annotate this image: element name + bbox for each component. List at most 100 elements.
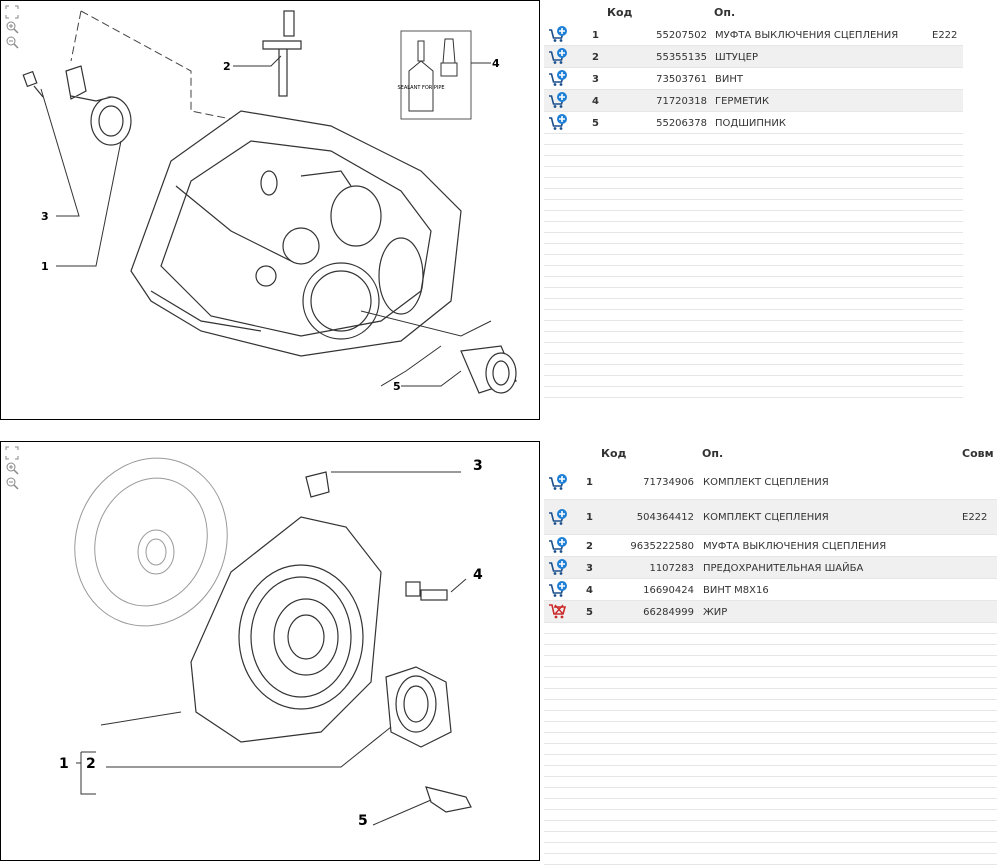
sealant-label: SEALANT FOR PIPE: [398, 85, 445, 91]
cell-pos: 2: [586, 541, 593, 552]
zoom-out-icon[interactable]: [5, 476, 19, 490]
empty-row: [544, 667, 997, 678]
cell-pos: 1: [592, 30, 599, 41]
empty-row: [544, 288, 963, 299]
callout-2[interactable]: 2: [223, 60, 231, 73]
cell-code: 16690424: [643, 585, 694, 596]
empty-row: [544, 799, 997, 810]
zoom-in-icon[interactable]: [5, 461, 19, 475]
empty-row: [544, 810, 997, 821]
empty-row: [544, 332, 963, 343]
empty-row: [544, 766, 997, 777]
cart-add-icon[interactable]: [548, 473, 568, 491]
cell-pos: 4: [592, 96, 599, 107]
empty-row: [544, 854, 997, 865]
fit-page-icon[interactable]: [5, 5, 19, 19]
column-header-code: Код: [607, 6, 633, 19]
cart-add-icon[interactable]: [548, 580, 568, 598]
empty-row: [544, 733, 997, 744]
cell-desc: ВИНТ: [715, 74, 743, 85]
table-row[interactable]: 2 55355135 ШТУЦЕР: [544, 46, 963, 68]
empty-row: [544, 343, 963, 354]
callout-3[interactable]: 3: [473, 458, 483, 474]
empty-row: [544, 777, 997, 788]
diagram-panel-top[interactable]: SEALANT FOR PIPE 3 1 2 4 5: [0, 0, 540, 420]
cell-pos: 2: [592, 52, 599, 63]
callout-3[interactable]: 3: [41, 210, 49, 223]
callout-1[interactable]: 1: [59, 756, 69, 772]
zoom-out-icon[interactable]: [5, 35, 19, 49]
empty-row: [544, 178, 963, 189]
cart-add-icon[interactable]: [548, 91, 568, 109]
column-header-desc: Оп.: [702, 447, 724, 460]
cart-add-icon[interactable]: [548, 536, 568, 554]
cell-code: 55355135: [656, 52, 707, 63]
callout-5[interactable]: 5: [393, 380, 401, 393]
table-header: Код Оп.: [544, 0, 963, 24]
empty-row: [544, 266, 963, 277]
empty-row: [544, 832, 997, 843]
empty-row: [544, 277, 963, 288]
fit-page-icon[interactable]: [5, 446, 19, 460]
zoom-in-icon[interactable]: [5, 20, 19, 34]
empty-row: [544, 222, 963, 233]
gearbox-exploded-diagram: SEALANT FOR PIPE 3 1 2 4 5: [22, 10, 517, 394]
empty-row: [544, 310, 963, 321]
bearing-part: [460, 345, 517, 394]
empty-row: [544, 678, 997, 689]
cell-desc: ГЕРМЕТИК: [715, 96, 770, 107]
empty-row: [544, 645, 997, 656]
cell-desc: ПРЕДОХРАНИТЕЛЬНАЯ ШАЙБА: [703, 563, 864, 574]
cell-code: 9635222580: [630, 541, 694, 552]
cart-add-icon[interactable]: [548, 47, 568, 65]
parts-table-top: Код Оп. 1 55207502 МУФТА ВЫКЛЮЧЕНИЯ СЦЕПЛЕ…: [544, 0, 963, 398]
cell-code: 55207502: [656, 30, 707, 41]
empty-row: [544, 244, 963, 255]
column-header-code: Код: [601, 447, 627, 460]
cell-pos: 5: [592, 118, 599, 129]
empty-row: [544, 821, 997, 832]
empty-row: [544, 843, 997, 854]
cart-add-icon[interactable]: [548, 558, 568, 576]
empty-row: [544, 189, 963, 200]
cell-code: 504364412: [636, 512, 694, 523]
cart-unavailable-icon[interactable]: [548, 602, 568, 620]
fitting-part: [262, 10, 302, 97]
cell-pos: 1: [586, 512, 593, 523]
empty-row: [544, 387, 963, 398]
cell-pos: 5: [586, 607, 593, 618]
cart-add-icon[interactable]: [548, 508, 568, 526]
cart-add-icon[interactable]: [548, 113, 568, 131]
empty-row: [544, 755, 997, 766]
empty-row: [544, 634, 997, 645]
release-bearing-part: [65, 65, 132, 146]
clutch-disc-part: [74, 457, 228, 627]
callout-2[interactable]: 2: [86, 756, 96, 772]
callout-1[interactable]: 1: [41, 260, 49, 273]
cart-add-icon[interactable]: [548, 25, 568, 43]
cell-desc: ВИНТ M8X16: [703, 585, 769, 596]
cell-note: E222: [962, 512, 988, 523]
cell-desc: МУФТА ВЫКЛЮЧЕНИЯ СЦЕПЛЕНИЯ: [715, 30, 899, 41]
empty-row: [544, 299, 963, 310]
empty-row: [544, 689, 997, 700]
diagram-panel-bottom[interactable]: 1 2 3 4 5: [0, 441, 540, 861]
callout-4[interactable]: 4: [473, 567, 483, 583]
callout-4[interactable]: 4: [492, 57, 500, 70]
cell-pos: 1: [586, 477, 593, 488]
cart-add-icon[interactable]: [548, 69, 568, 87]
callout-5[interactable]: 5: [358, 813, 368, 829]
cell-desc: ШТУЦЕР: [715, 52, 759, 63]
